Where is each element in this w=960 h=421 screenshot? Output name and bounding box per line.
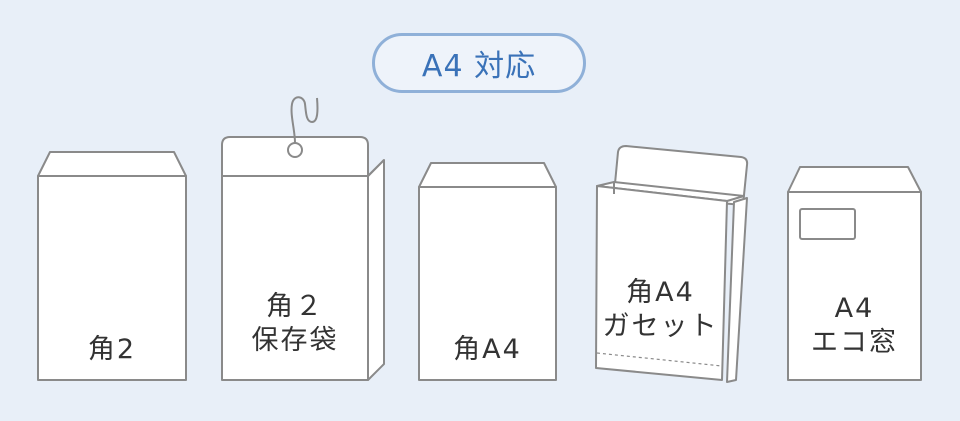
envelope-label-storage-bag: 角２ 保存袋 [222,290,368,358]
a4-compatible-badge: A4 対応 [372,33,586,93]
label-line: エコ窓 [811,327,898,358]
label-line: 角２ [266,291,324,322]
envelope-label-kaku2: 角2 [38,333,186,367]
kaku2-envelope-icon [37,151,187,381]
label-line: 角2 [87,334,137,365]
window-envelope-icon [787,166,922,381]
label-line: ガセット [602,311,719,342]
envelope-label-gusset: 角A4 ガセット [598,276,723,344]
label-line: 角A4 [453,334,522,365]
label-line: 角A4 [626,277,695,308]
storage-bag-icon [221,96,385,381]
envelope-label-kaku-a4: 角A4 [419,333,556,367]
kaku-a4-envelope-icon [418,162,557,381]
label-line: A4 [834,293,875,324]
gusset-envelope-icon [595,145,749,383]
envelope-label-window: A4 エコ窓 [788,292,921,360]
badge-label: A4 対応 [421,49,537,84]
label-line: 保存袋 [251,325,339,356]
